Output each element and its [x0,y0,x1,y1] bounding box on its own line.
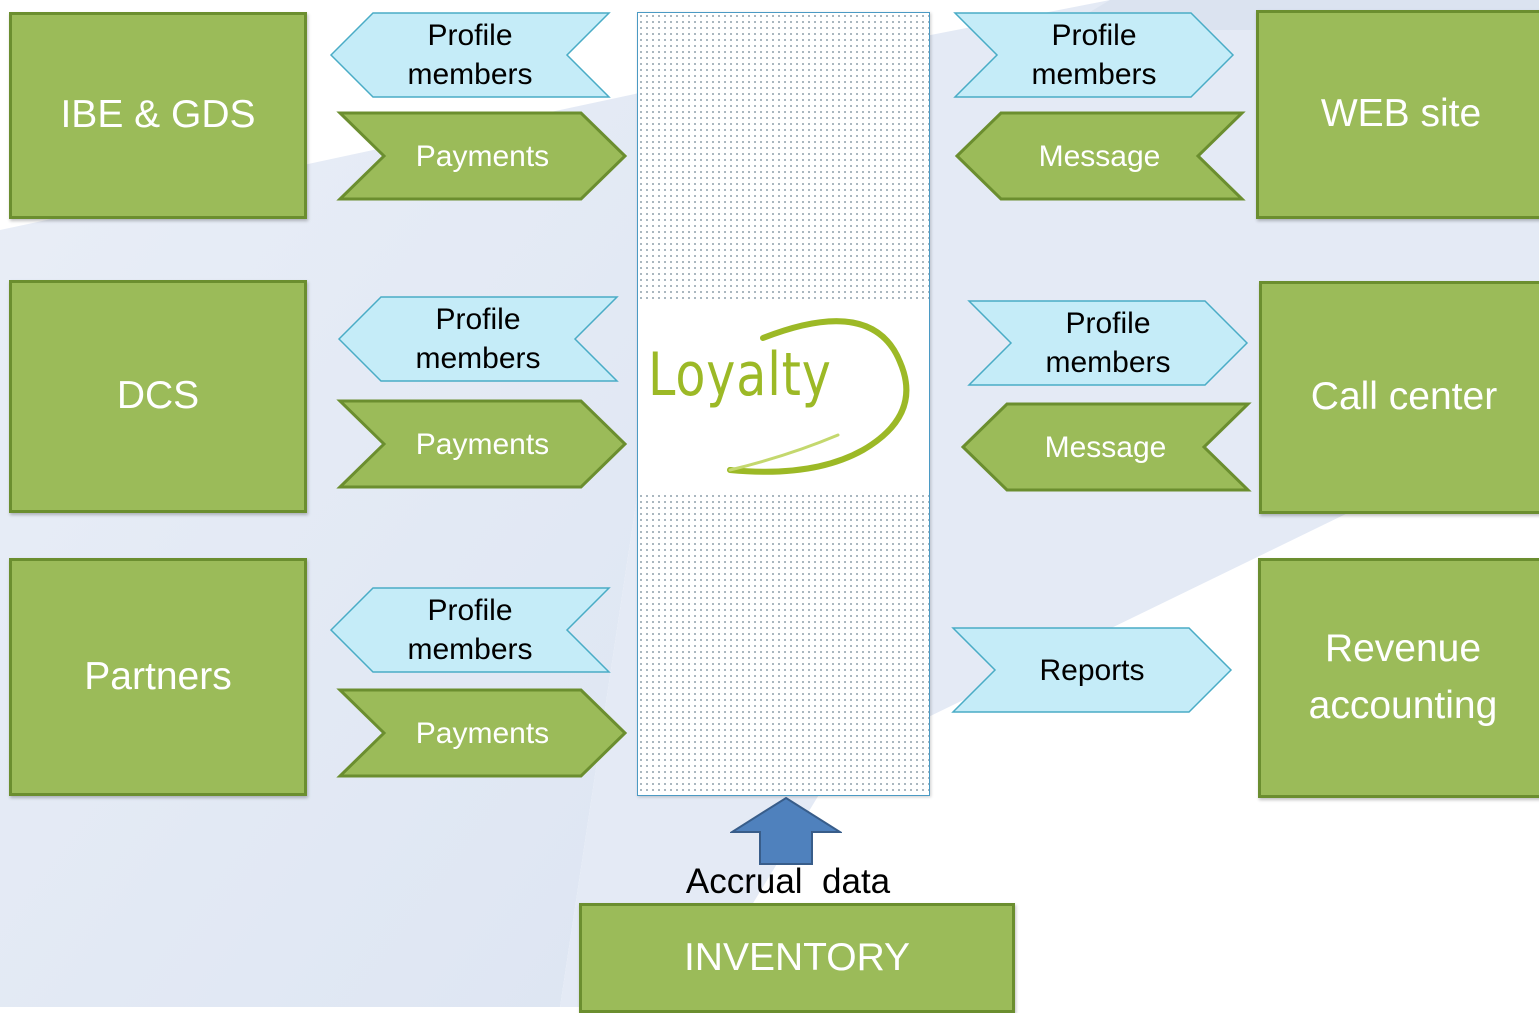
ibe-profile-members-arrow: Profile members [329,12,611,98]
call-center-box: Call center [1259,281,1539,514]
accrual-data-label: Accrual data [685,862,891,901]
revenue-accounting-box: Revenue accounting [1258,558,1539,798]
loyalty-logo: Loyalty [638,300,929,494]
dcs-profile-members-arrow: Profile members [337,296,619,382]
call-profile-label-line2: members [1045,346,1171,379]
ibe-profile-label-line2: members [407,58,533,91]
ibe-gds-box: IBE & GDS [9,12,307,219]
dcs-payments-arrow: Payments [336,399,628,489]
revenue-reports-label: Reports [1039,653,1145,687]
dcs-profile-label-line2: members [415,342,541,375]
dcs-profile-label-line1: Profile [435,303,521,336]
partners-box: Partners [9,558,307,796]
inventory-label: INVENTORY [683,935,911,979]
call-message-label: Message [1044,430,1167,464]
accrual-up-arrow [730,796,842,865]
inventory-box: INVENTORY [579,903,1015,1013]
web-message-label: Message [1038,139,1161,173]
partners-profile-label-line1: Profile [427,594,513,627]
web-site-label: WEB site [1320,92,1482,136]
ibe-gds-label: IBE & GDS [60,93,256,137]
ibe-payments-arrow: Payments [336,111,628,201]
revenue-reports-arrow: Reports [951,627,1233,713]
revenue-label-line2: accounting [1308,684,1498,727]
ibe-profile-label-line1: Profile [427,19,513,52]
partners-profile-members-arrow: Profile members [329,587,611,673]
dcs-payments-label: Payments [415,427,550,461]
web-profile-label-line1: Profile [1051,19,1137,52]
web-site-box: WEB site [1256,10,1539,219]
ibe-payments-label: Payments [415,139,550,173]
call-message-arrow: Message [960,402,1252,492]
call-profile-members-arrow: Profile members [967,300,1249,386]
web-message-arrow: Message [954,111,1246,201]
dcs-label: DCS [116,374,200,418]
call-center-label: Call center [1310,375,1498,419]
loyalty-logo-text: Loyalty [648,340,832,410]
revenue-label-line1: Revenue [1324,627,1482,671]
partners-payments-label: Payments [415,716,550,750]
partners-label: Partners [84,654,232,698]
logo-swoosh [727,318,910,475]
web-profile-label-line2: members [1031,58,1157,91]
partners-profile-label-line2: members [407,633,533,666]
web-profile-members-arrow: Profile members [953,12,1235,98]
dcs-box: DCS [9,280,307,513]
partners-payments-arrow: Payments [336,688,628,778]
call-profile-label-line1: Profile [1065,307,1151,340]
